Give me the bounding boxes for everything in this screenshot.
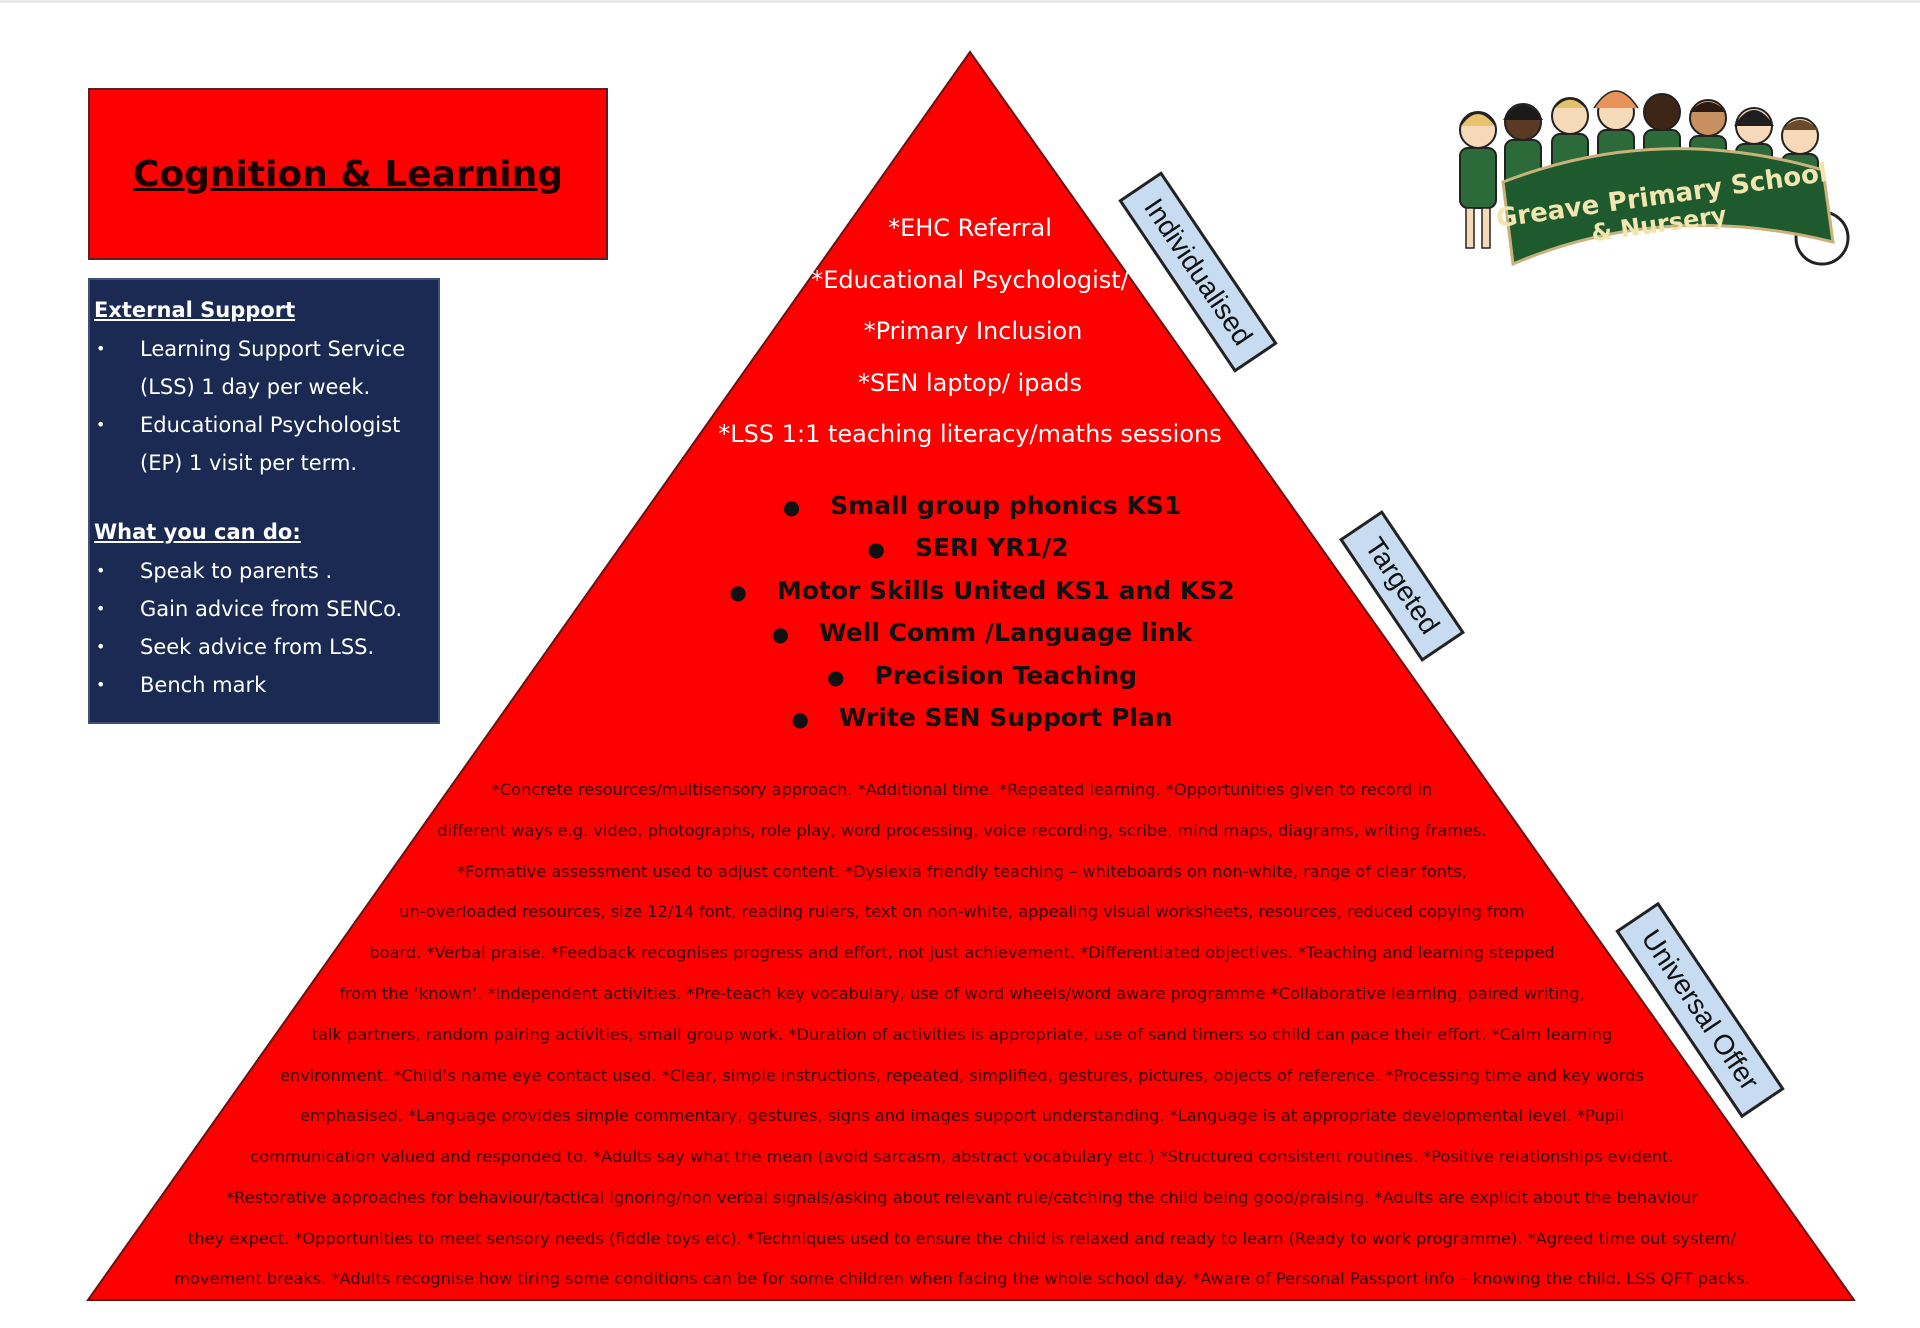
universal-offer-line: emphasised. *Language provides simple co… (300, 1106, 1624, 1125)
targeted-item-text: Precision Teaching (874, 661, 1138, 690)
targeted-item: ●Write SEN Support Plan (791, 703, 1173, 732)
universal-offer-line: board. *Verbal praise. *Feedback recogni… (369, 943, 1555, 962)
support-panel: External Support Learning Support Servic… (88, 278, 440, 724)
universal-offer-line: *Restorative approaches for behaviour/ta… (226, 1188, 1698, 1207)
targeted-item: ●Motor Skills United KS1 and KS2 (729, 576, 1235, 605)
pyramid-triangle (86, 50, 1856, 1301)
list-item: Bench mark (94, 666, 438, 704)
external-support-list: Learning Support Service (LSS) 1 day per… (94, 330, 438, 482)
external-support-heading: External Support (94, 298, 296, 322)
targeted-item: ●Precision Teaching (826, 661, 1138, 690)
list-item: Gain advice from SENCo. (94, 590, 438, 628)
universal-offer-line: *Concrete resources/multisensory approac… (491, 780, 1433, 799)
title-box: Cognition & Learning (88, 88, 608, 260)
individualised-item: *SEN laptop/ ipads (858, 369, 1082, 397)
list-item-line: Learning Support Service (140, 337, 406, 361)
list-item-line: Educational Psychologist (140, 413, 401, 437)
what-you-can-do-heading: What you can do: (94, 520, 301, 544)
universal-offer-line: *Formative assessment used to adjust con… (457, 862, 1467, 881)
page-title: Cognition & Learning (132, 153, 564, 195)
universal-offer-line: they expect. *Opportunities to meet sens… (188, 1229, 1736, 1248)
list-item-line: (LSS) 1 day per week. (140, 375, 371, 399)
list-item: Learning Support Service (LSS) 1 day per… (94, 330, 438, 406)
list-item: Educational Psychologist (EP) 1 visit pe… (94, 406, 438, 482)
targeted-item-text: SERI YR1/2 (914, 533, 1069, 562)
section-spacer (94, 482, 438, 520)
universal-offer-line: un-overloaded resources, size 12/14 font… (399, 902, 1525, 921)
school-logo: Greave Primary School & Nursery (1459, 90, 1850, 267)
universal-offer-line: movement breaks. *Adults recognise how t… (174, 1269, 1750, 1288)
individualised-item: *LSS 1:1 teaching literacy/maths session… (718, 420, 1222, 448)
list-item: Seek advice from LSS. (94, 628, 438, 666)
targeted-item: ●SERI YR1/2 (867, 533, 1069, 562)
universal-offer-line: environment. *Child’s name eye contact u… (279, 1066, 1645, 1085)
targeted-item-text: Motor Skills United KS1 and KS2 (776, 576, 1235, 605)
universal-offer-line: from the ‘known’. *Independent activitie… (339, 984, 1585, 1003)
individualised-item: *Educational Psychologist/ (811, 266, 1129, 294)
what-you-can-do-list: Speak to parents . Gain advice from SENC… (94, 552, 438, 704)
list-item-line: (EP) 1 visit per term. (140, 451, 358, 475)
individualised-item: *Primary Inclusion (863, 317, 1083, 345)
top-border-line (0, 0, 1920, 3)
individualised-item: *EHC Referral (888, 214, 1052, 242)
targeted-item: ●Small group phonics KS1 (782, 491, 1182, 520)
logo-banner (1501, 147, 1835, 267)
list-item: Speak to parents . (94, 552, 438, 590)
targeted-item-text: Write SEN Support Plan (838, 703, 1173, 732)
targeted-item-text: Small group phonics KS1 (830, 491, 1182, 520)
targeted-item: ●Well Comm /Language link (771, 618, 1193, 647)
universal-offer-line: talk partners, random pairing activities… (311, 1025, 1613, 1044)
universal-offer-line: communication valued and responded to. *… (250, 1147, 1674, 1166)
targeted-item-text: Well Comm /Language link (819, 618, 1193, 647)
universal-offer-line: different ways e.g. video, photographs, … (437, 821, 1487, 840)
